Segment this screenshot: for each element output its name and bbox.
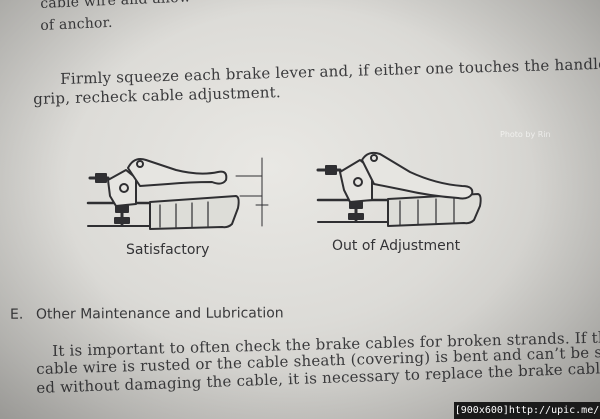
out-of-adjustment-caption: Out of Adjustment [332, 238, 461, 254]
satisfactory-lever-illustration [86, 157, 269, 230]
out-of-adjustment-lever-illustration [316, 151, 482, 227]
section-title: Other Maintenance and Lubrication [35, 305, 284, 323]
photo-watermark: Photo by Rin [500, 130, 551, 139]
section-number: E. [9, 306, 24, 323]
image-size-stamp: [900x600]http://upic.me/ [454, 402, 600, 419]
section-heading: E. Other Maintenance and Lubrication [10, 305, 284, 322]
satisfactory-caption: Satisfactory [126, 242, 210, 258]
